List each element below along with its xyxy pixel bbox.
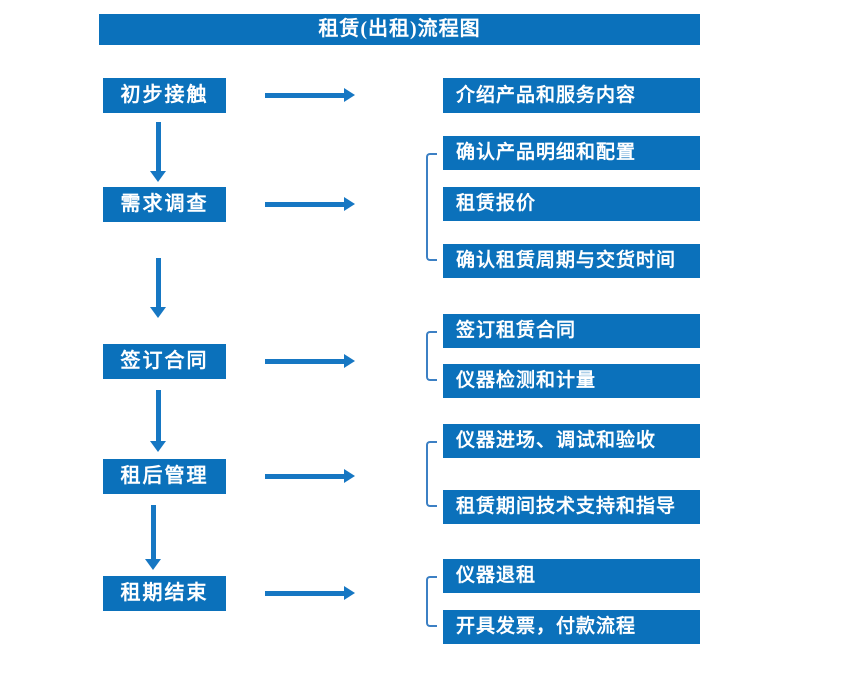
arrow-head (150, 441, 166, 452)
flow-arrow-down-icon (145, 505, 162, 570)
arrow-shaft (265, 93, 345, 98)
detail-box-tech-support: 租赁期间技术支持和指导 (443, 490, 700, 524)
step-box-sign-contract: 签订合同 (103, 344, 226, 379)
flow-arrow-right-icon (265, 354, 355, 368)
detail-box-instrument-return: 仪器退租 (443, 559, 700, 593)
detail-box-confirm-period-delivery: 确认租赁周期与交货时间 (443, 244, 700, 278)
group-bracket-post-rental-mgmt (426, 441, 437, 507)
detail-box-instrument-inspection: 仪器检测和计量 (443, 364, 700, 398)
arrow-head (150, 171, 166, 182)
group-bracket-lease-end (426, 576, 437, 627)
detail-box-instrument-setup-acceptance: 仪器进场、调试和验收 (443, 424, 700, 458)
arrow-head (344, 88, 355, 102)
flow-arrow-right-icon (265, 88, 355, 102)
arrow-shaft (265, 474, 345, 479)
step-box-demand-survey: 需求调查 (103, 187, 226, 222)
flow-arrow-down-icon (150, 390, 167, 452)
step-box-initial-contact: 初步接触 (103, 78, 226, 113)
arrow-head (344, 469, 355, 483)
arrow-shaft (156, 258, 161, 308)
arrow-shaft (265, 359, 345, 364)
arrow-head (344, 354, 355, 368)
step-box-lease-end: 租期结束 (103, 576, 226, 611)
detail-box-rental-quote: 租赁报价 (443, 187, 700, 221)
step-box-post-rental-mgmt: 租后管理 (103, 459, 226, 494)
arrow-head (344, 586, 355, 600)
arrow-shaft (156, 390, 161, 442)
diagram-title: 租赁(出租)流程图 (99, 14, 700, 45)
arrow-head (150, 307, 166, 318)
group-bracket-sign-contract (426, 331, 437, 381)
arrow-shaft (265, 591, 345, 596)
arrow-shaft (156, 122, 161, 172)
flow-arrow-right-icon (265, 586, 355, 600)
flow-arrow-right-icon (265, 197, 355, 211)
detail-box-invoice-payment: 开具发票，付款流程 (443, 610, 700, 644)
arrow-shaft (265, 202, 345, 207)
detail-box-confirm-details-config: 确认产品明细和配置 (443, 136, 700, 170)
flow-arrow-right-icon (265, 469, 355, 483)
flow-arrow-down-icon (150, 122, 167, 182)
arrow-shaft (151, 505, 156, 560)
flow-arrow-down-icon (150, 258, 167, 318)
detail-box-sign-rental-contract: 签订租赁合同 (443, 314, 700, 348)
detail-box-introduce-products: 介绍产品和服务内容 (443, 78, 700, 113)
group-bracket-demand-survey (426, 153, 437, 261)
arrow-head (145, 559, 161, 570)
arrow-head (344, 197, 355, 211)
